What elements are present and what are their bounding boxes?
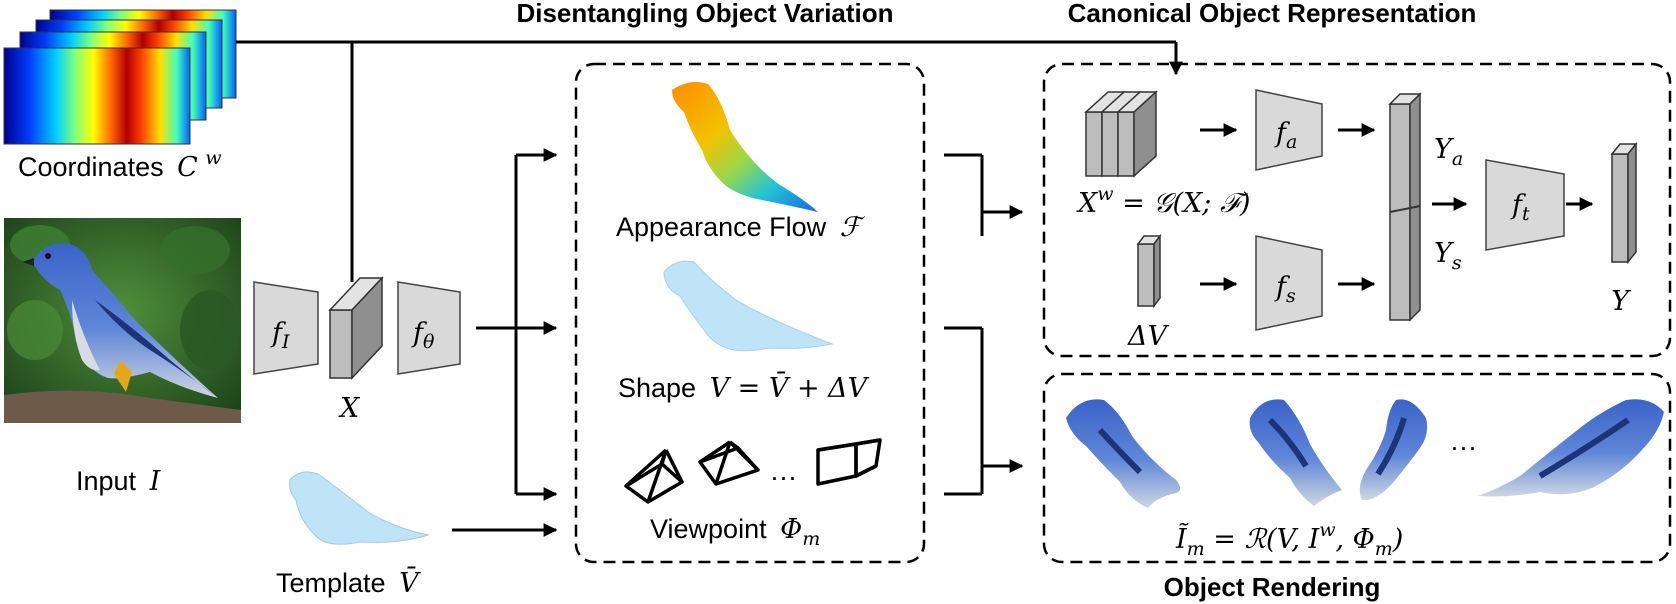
canonical-box bbox=[1042, 62, 1672, 358]
ya-ys-bar bbox=[1388, 92, 1422, 322]
appearance-flow-label: Appearance Flow ℱ bbox=[616, 212, 866, 243]
encoder-f-s bbox=[1255, 235, 1323, 331]
encoder-f-t bbox=[1485, 159, 1565, 251]
y-label: Y bbox=[1611, 286, 1631, 317]
camera-icon-2 bbox=[698, 440, 760, 486]
input-photo bbox=[4, 218, 241, 423]
camera-icon-3 bbox=[816, 438, 882, 486]
heading-rendering: Object Rendering bbox=[1164, 572, 1381, 602]
delta-v-cube bbox=[1136, 233, 1162, 309]
rendered-bird-3 bbox=[1359, 399, 1428, 501]
encoder-f-theta bbox=[397, 281, 461, 375]
rendered-bird-4 bbox=[1478, 399, 1664, 497]
ys-label: Ys bbox=[1434, 238, 1462, 274]
rendering-box bbox=[1042, 372, 1672, 564]
disentangling-box bbox=[574, 62, 926, 564]
template-label: Template V̄ bbox=[276, 565, 421, 599]
heading-disentangling: Disentangling Object Variation bbox=[516, 0, 893, 28]
viewpoint-dots: ··· bbox=[770, 462, 797, 492]
template-shape bbox=[289, 471, 430, 545]
rendering-dots: ··· bbox=[1450, 432, 1477, 462]
delta-v-label: ΔV bbox=[1127, 321, 1169, 352]
rendered-bird-1 bbox=[1066, 399, 1181, 508]
xw-equation: Xw = 𝒢(X; ℱ) bbox=[1076, 183, 1250, 219]
feature-map-xw bbox=[1084, 90, 1158, 178]
y-bar bbox=[1610, 141, 1638, 265]
shape-v-shape bbox=[663, 260, 834, 352]
coordinate-maps bbox=[3, 9, 237, 145]
viewpoint-label: Viewpoint Φm bbox=[650, 514, 820, 550]
heading-canonical: Canonical Object Representation bbox=[1068, 0, 1477, 28]
camera-icon-1 bbox=[624, 448, 684, 504]
coordinates-label: Coordinates C w bbox=[18, 147, 222, 183]
render-equation: Ĩm = ℛ(V, Iw, Φm) bbox=[1175, 519, 1403, 560]
ya-label: Ya bbox=[1434, 134, 1463, 170]
encoder-f-i bbox=[253, 281, 319, 375]
rendered-bird-2 bbox=[1249, 399, 1342, 506]
appearance-flow-shape bbox=[672, 82, 818, 212]
input-label: Input I bbox=[76, 466, 162, 497]
feature-map-x bbox=[328, 276, 384, 380]
shape-label: Shape V = V̄ + ΔV bbox=[618, 370, 870, 404]
feature-x-label: X bbox=[338, 393, 361, 424]
encoder-f-a bbox=[1255, 89, 1323, 171]
